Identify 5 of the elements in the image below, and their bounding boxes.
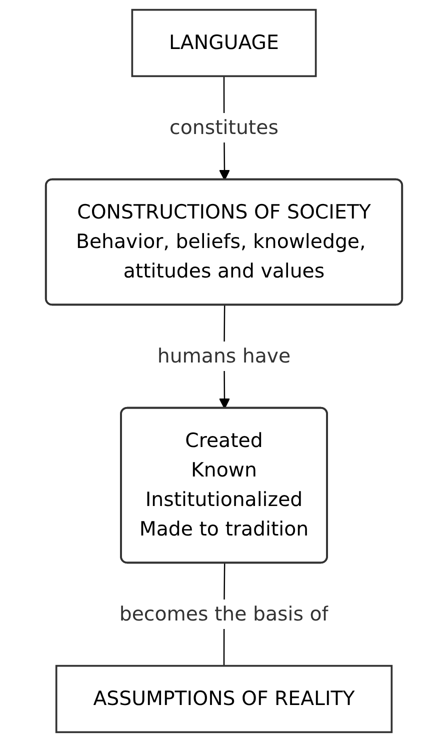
- edge-label: becomes the basis of: [119, 602, 329, 626]
- edge-label: humans have: [157, 344, 291, 368]
- node-box: ASSUMPTIONS OF REALITY: [55, 664, 393, 734]
- edge-label: constitutes: [170, 115, 278, 139]
- node-box: LANGUAGE: [131, 8, 317, 78]
